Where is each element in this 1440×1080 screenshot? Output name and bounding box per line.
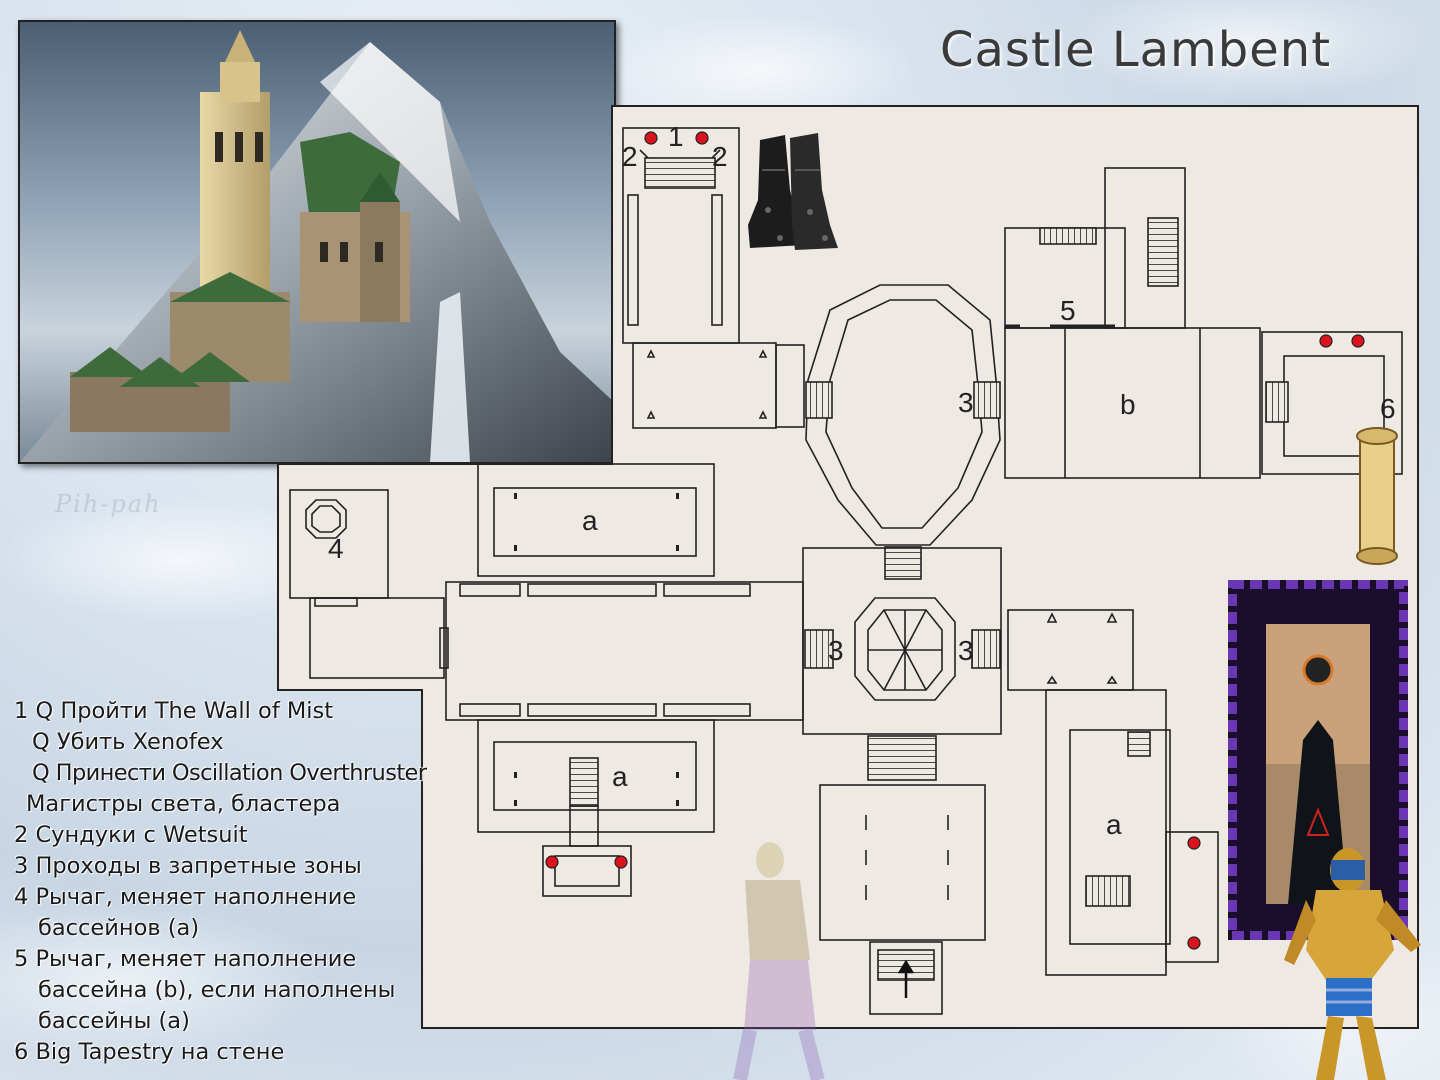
label-a-north: a xyxy=(582,505,598,536)
legend-item: 6 Big Tapestry на стене xyxy=(14,1039,285,1065)
chest-marker xyxy=(1187,836,1201,850)
ghost-figure xyxy=(733,842,825,1080)
legend-item: 5 Рычаг, меняет наполнение xyxy=(14,946,357,972)
legend-item: 4 Рычаг, меняет наполнение xyxy=(14,884,357,910)
map-legend: 1 Q Пройти The Wall of Mist Q Убить Xeno… xyxy=(14,696,434,1068)
chest-marker xyxy=(1319,334,1333,348)
golden-warrior-figure xyxy=(1284,848,1421,1080)
legend-item: 1 Q Пройти The Wall of Mist xyxy=(14,698,334,724)
legend-item: Q Принести Oscillation Overthruster xyxy=(32,760,427,786)
chest-marker xyxy=(545,855,559,869)
chest-marker xyxy=(1351,334,1365,348)
chest-marker xyxy=(695,131,709,145)
label-3-east: 3 xyxy=(958,635,974,666)
label-1: 1 xyxy=(668,121,684,152)
label-2a: 2 xyxy=(622,141,638,172)
boots-icon xyxy=(748,133,838,250)
label-a-south: a xyxy=(612,761,628,792)
chest-marker xyxy=(644,131,658,145)
label-6: 6 xyxy=(1380,393,1396,424)
page-title: Castle Lambent xyxy=(940,22,1332,78)
legend-item: 2 Сундуки с Wetsuit xyxy=(14,822,248,848)
legend-item: Магистры света, бластера xyxy=(26,791,341,817)
label-5: 5 xyxy=(1060,295,1076,326)
label-3-west: 3 xyxy=(828,635,844,666)
label-3-north: 3 xyxy=(958,387,974,418)
legend-item: 3 Проходы в запретные зоны xyxy=(14,853,362,879)
label-a-east: a xyxy=(1106,809,1122,840)
entrance-arrow-icon xyxy=(897,959,915,998)
chest-marker xyxy=(1187,936,1201,950)
tapestry-icon xyxy=(1228,580,1408,940)
legend-item: бассейна (b), если наполнены xyxy=(38,977,396,1003)
label-4: 4 xyxy=(328,533,344,564)
label-b: b xyxy=(1120,389,1136,420)
legend-item: Q Убить Xenofex xyxy=(32,729,224,755)
chest-markers xyxy=(545,131,1365,950)
watermark: Pih-pah xyxy=(55,490,162,518)
legend-item: бассейны (a) xyxy=(38,1008,190,1034)
chest-marker xyxy=(614,855,628,869)
label-2b: 2 xyxy=(712,141,728,172)
legend-item: бассейнов (a) xyxy=(38,915,200,941)
scroll-icon xyxy=(1356,427,1398,565)
